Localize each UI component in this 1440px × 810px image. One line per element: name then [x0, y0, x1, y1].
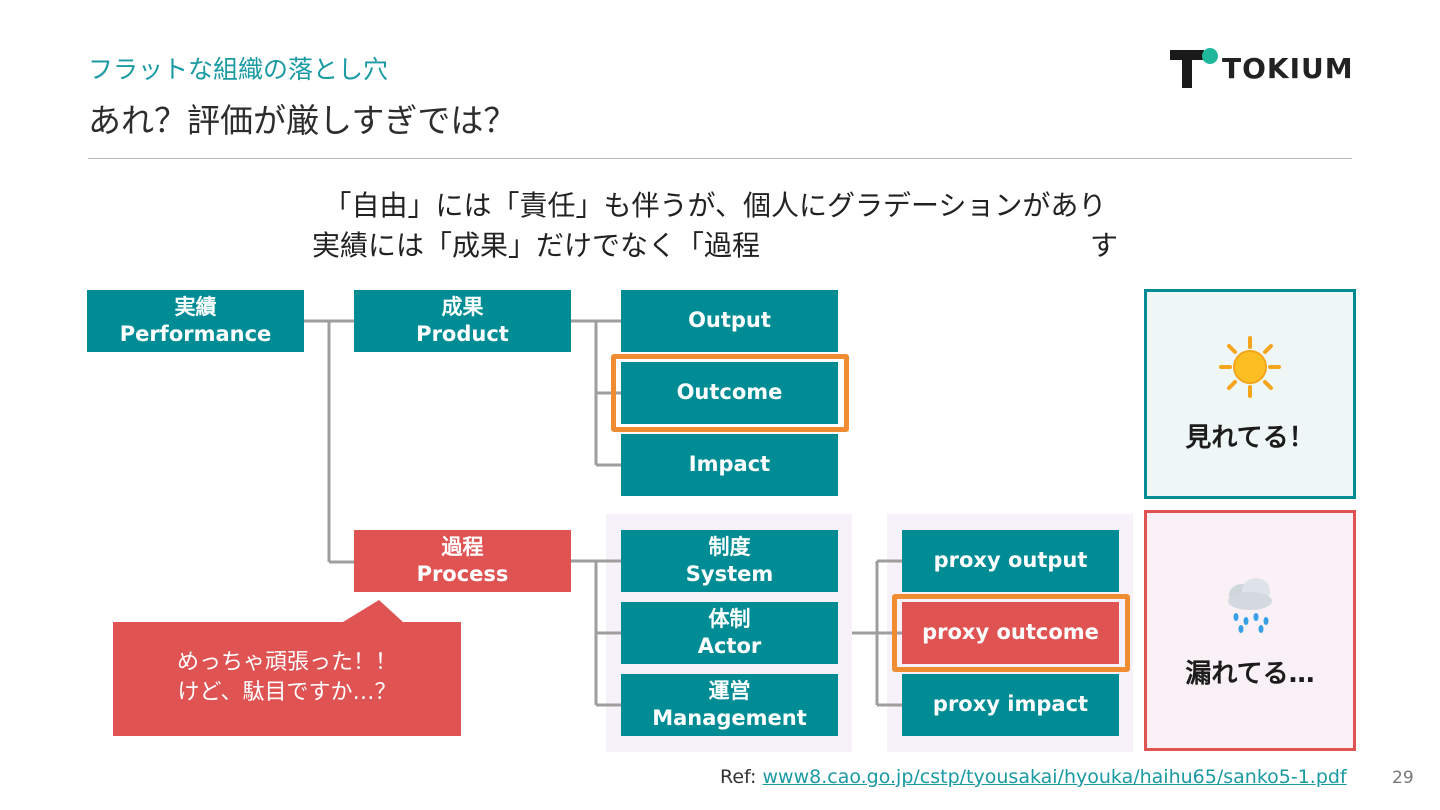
node-proxy-impact: proxy impact: [902, 674, 1119, 736]
panel-seen: 見れてる！: [1144, 289, 1356, 499]
slide-section-title: フラットな組織の落とし穴: [88, 55, 389, 84]
panel-seen-label: 見れてる！: [1185, 422, 1315, 453]
node-product-ja: 成果: [441, 294, 484, 319]
sun-icon: [1219, 335, 1281, 398]
tokium-logo-icon: [1170, 48, 1218, 88]
page-number: 29: [1392, 768, 1414, 788]
node-management-en: Management: [652, 706, 807, 730]
node-outcome: Outcome: [621, 362, 838, 424]
node-actor: 体制 Actor: [621, 602, 838, 664]
node-management-ja: 運営: [708, 678, 751, 703]
panel-leak: 漏れてる…: [1144, 510, 1356, 751]
lead-line-1: 「自由」には「責任」も伴うが、個人にグラデーションがあり: [323, 189, 1107, 222]
node-output: Output: [621, 290, 838, 352]
lead-line-2-main: 実績には「成果」だけでなく「過程: [311, 229, 760, 262]
node-output-label: Output: [688, 308, 771, 333]
node-process: 過程 Process: [354, 530, 571, 592]
node-performance-ja: 実績: [174, 294, 217, 319]
node-product: 成果 Product: [354, 290, 571, 352]
node-proxy-output: proxy output: [902, 530, 1119, 592]
proxy-outcome-highlight: [892, 594, 1130, 672]
speech-bubble: [113, 600, 461, 736]
node-system: 制度 System: [621, 530, 838, 592]
speech-bubble-line-2: けど、駄目ですか…？: [177, 679, 397, 705]
speech-bubble-line-1: めっちゃ頑張った！！: [176, 650, 397, 675]
speech-bubble-text: めっちゃ頑張った！！ けど、駄目ですか…？: [113, 648, 461, 707]
title-divider: [88, 158, 1352, 159]
panel-leak-label: 漏れてる…: [1185, 659, 1315, 689]
node-proxy-outcome-label: proxy outcome: [922, 620, 1099, 645]
node-proxy-output-label: proxy output: [933, 548, 1088, 573]
logo-wordmark: TOKIUM: [1222, 52, 1354, 85]
node-performance: 実績 Performance: [87, 290, 304, 352]
node-proxy-outcome: proxy outcome: [902, 602, 1119, 664]
node-impact: Impact: [621, 434, 838, 496]
slide-title: あれ？評価が厳しすぎでは？: [88, 101, 517, 140]
node-system-ja: 制度: [708, 534, 751, 559]
node-process-ja: 過程: [441, 534, 484, 559]
node-outcome-label: Outcome: [676, 380, 783, 405]
lead-line-2-tail: す: [1090, 229, 1119, 262]
reference-label: Ref:: [720, 766, 763, 788]
node-proxy-impact-label: proxy impact: [932, 692, 1089, 717]
node-impact-label: Impact: [688, 452, 771, 477]
node-actor-en: Actor: [697, 634, 762, 658]
rain-cloud-icon: [1228, 578, 1272, 633]
reference-link[interactable]: www8.cao.go.jp/cstp/tyousakai/hyouka/hai…: [762, 766, 1347, 788]
lead-line-2: 実績には「成果」だけでなく「過程 す: [230, 224, 1200, 264]
node-actor-ja: 体制: [708, 606, 751, 631]
node-product-en: Product: [416, 322, 509, 346]
node-process-en: Process: [416, 562, 509, 586]
outcome-highlight: [611, 354, 849, 432]
node-management: 運営 Management: [621, 674, 838, 736]
node-system-en: System: [685, 562, 774, 586]
reference: Ref: www8.cao.go.jp/cstp/tyousakai/hyouk…: [720, 766, 1347, 788]
node-performance-en: Performance: [119, 322, 272, 346]
